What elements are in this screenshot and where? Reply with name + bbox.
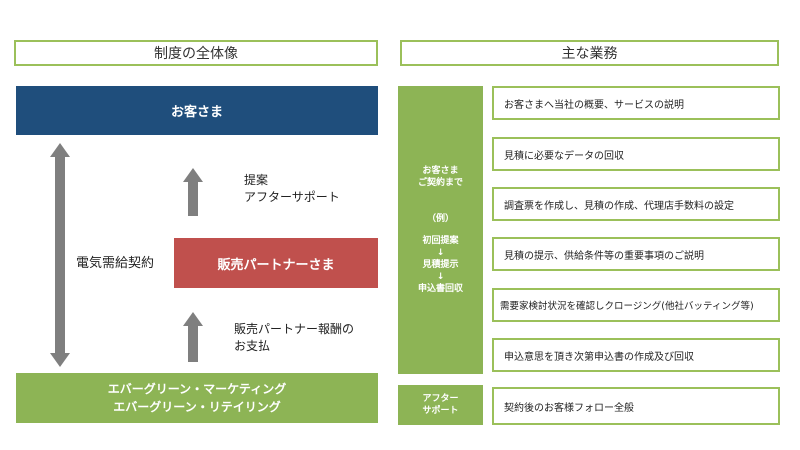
payment-arrow-head <box>183 312 203 326</box>
contract-arrow-up-head <box>50 143 70 157</box>
phase-step-arrow-1: ↓ <box>436 248 445 258</box>
lower-arrow-text: 販売パートナー報酬の お支払 <box>234 321 354 355</box>
proposal-arrow-head <box>183 168 203 182</box>
right-header: 主な業務 <box>400 40 779 66</box>
task-item: 契約後のお客様フォロー全般 <box>492 387 780 425</box>
phase-step-arrow-2: ↓ <box>436 272 445 282</box>
phase-step-application: 申込書回収 <box>417 284 463 294</box>
lower-arrow-text-line-1: 販売パートナー報酬の <box>234 322 355 336</box>
upper-arrow-text-line-2: アフターサポート <box>244 190 340 204</box>
contract-label: 電気需給契約 <box>76 256 155 271</box>
lower-arrow-text-line-2: お支払 <box>234 339 271 353</box>
phase-example-label: （例） <box>426 214 454 224</box>
phase-step-quote: 見積提示 <box>422 260 459 270</box>
customer-box: お客さま <box>16 86 378 135</box>
phase-title-line-2: ご契約まで <box>417 178 463 188</box>
evergreen-line-2: エバーグリーン・リテイリング <box>113 400 281 414</box>
left-header: 制度の全体像 <box>14 40 378 66</box>
phase-until-contract: お客さま ご契約まで （例） 初回提案 ↓ 見積提示 ↓ 申込書回収 <box>398 86 483 374</box>
evergreen-line-1: エバーグリーン・マーケティング <box>107 382 287 396</box>
phase-after-line-1: アフター <box>422 394 459 404</box>
upper-arrow-text: 提案 アフターサポート <box>244 172 340 206</box>
task-item: 需要家検討状況を確認しクロージング(他社バッティング等) <box>492 288 780 322</box>
phase-step-first-proposal: 初回提案 <box>422 236 459 246</box>
contract-arrow-down-head <box>50 353 70 367</box>
contract-double-arrow <box>50 143 70 367</box>
upper-arrow-text-line-1: 提案 <box>244 173 269 187</box>
proposal-up-arrow <box>183 168 203 216</box>
phase-after-line-2: サポート <box>422 406 459 416</box>
payment-arrow-shaft <box>188 326 198 362</box>
contract-arrow-shaft <box>55 157 65 353</box>
sales-partner-box: 販売パートナーさま <box>174 238 378 288</box>
task-item: お客さまへ当社の概要、サービスの説明 <box>492 86 780 120</box>
phase-title-line-1: お客さま <box>422 166 459 176</box>
payment-up-arrow <box>183 312 203 362</box>
evergreen-box: エバーグリーン・マーケティング エバーグリーン・リテイリング <box>16 373 378 423</box>
task-item: 申込意思を頂き次第申込書の作成及び回収 <box>492 338 780 372</box>
phase-after-support: アフター サポート <box>398 385 483 425</box>
proposal-arrow-shaft <box>188 182 198 216</box>
task-item: 見積の提示、供給条件等の重要事項のご説明 <box>492 237 780 271</box>
task-item: 見積に必要なデータの回収 <box>492 137 780 171</box>
task-item: 調査票を作成し、見積の作成、代理店手数料の設定 <box>492 187 780 221</box>
